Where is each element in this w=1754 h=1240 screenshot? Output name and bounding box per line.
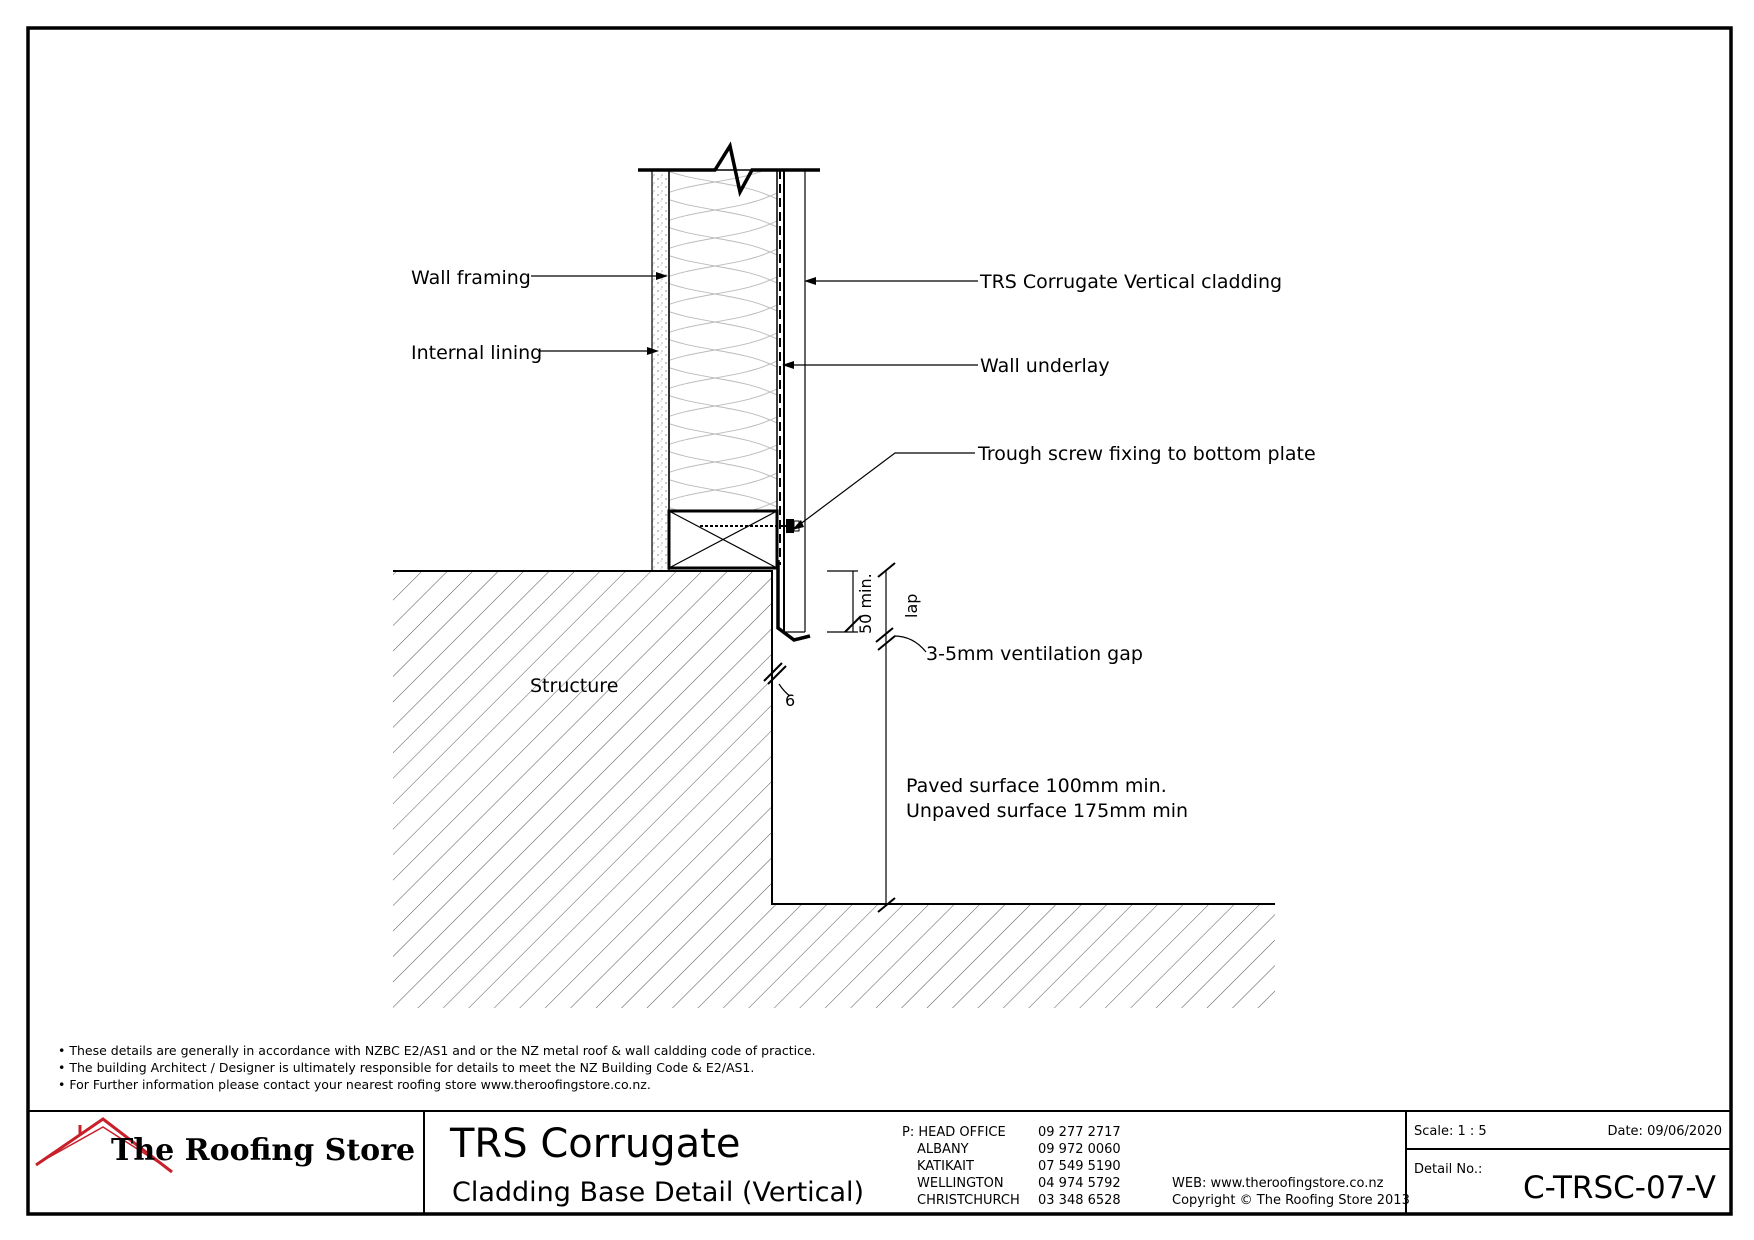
label-dim-6: 6 [785, 691, 795, 710]
cladding-base-flashing [776, 560, 811, 642]
label-unpaved: Unpaved surface 175mm min [906, 800, 1188, 822]
contact-label: P: HEAD OFFICE [902, 1125, 1006, 1140]
drawing-title: TRS Corrugate [449, 1121, 740, 1167]
company-logo: The Roofing Store [35, 1117, 415, 1174]
contact-phone: 04 974 5792 [1038, 1176, 1121, 1191]
web-address: WEB: www.theroofingstore.co.nz [1172, 1176, 1384, 1191]
note-line: • For Further information please contact… [58, 1077, 651, 1092]
date: Date: 09/06/2020 [1607, 1124, 1722, 1139]
contact-phone: 09 972 0060 [1038, 1142, 1121, 1157]
dimension-50-min [827, 570, 862, 633]
company-name: The Roofing Store [111, 1133, 415, 1168]
structure-slab [393, 570, 1275, 1008]
title-block: The Roofing Store TRS Corrugate Cladding… [28, 1110, 1731, 1214]
contact-label: KATIKAIT [917, 1159, 974, 1174]
bottom-plate [667, 509, 779, 570]
detail-number: C-TRSC-07-V [1523, 1170, 1716, 1206]
label-lap: lap [902, 594, 921, 618]
contact-list: P: HEAD OFFICE 09 277 2717 ALBANY 09 972… [902, 1125, 1121, 1208]
label-trough-screw: Trough screw fixing to bottom plate [977, 443, 1316, 465]
label-wall-underlay: Wall underlay [980, 355, 1110, 377]
note-line: • These details are generally in accorda… [58, 1043, 816, 1058]
label-ventilation-gap: 3-5mm ventilation gap [926, 643, 1143, 665]
contact-phone: 03 348 6528 [1038, 1193, 1121, 1208]
copyright: Copyright © The Roofing Store 2013 [1172, 1193, 1410, 1208]
break-line [638, 141, 820, 197]
ventilation-gap-leader [893, 635, 927, 653]
dimension-lap [875, 562, 896, 913]
note-line: • The building Architect / Designer is u… [58, 1060, 754, 1075]
sheet-border [26, 26, 1733, 1216]
contact-label: ALBANY [917, 1142, 969, 1157]
wall-section [638, 141, 820, 642]
label-internal-lining: Internal lining [411, 342, 542, 364]
label-50-min: 50 min. [856, 573, 875, 634]
scale: Scale: 1 : 5 [1414, 1124, 1487, 1139]
contact-label: WELLINGTON [917, 1176, 1004, 1191]
contact-label: CHRISTCHURCH [917, 1193, 1020, 1208]
drawing-subtitle: Cladding Base Detail (Vertical) [452, 1177, 864, 1208]
leader-lines [531, 272, 978, 530]
label-paved: Paved surface 100mm min. [906, 775, 1167, 797]
detail-number-label: Detail No.: [1414, 1162, 1482, 1177]
dimension-6 [763, 662, 791, 697]
contact-phone: 07 549 5190 [1038, 1159, 1121, 1174]
label-structure: Structure [530, 675, 618, 697]
contact-phone: 09 277 2717 [1038, 1125, 1121, 1140]
label-wall-framing: Wall framing [411, 267, 531, 289]
label-cladding: TRS Corrugate Vertical cladding [979, 271, 1282, 293]
